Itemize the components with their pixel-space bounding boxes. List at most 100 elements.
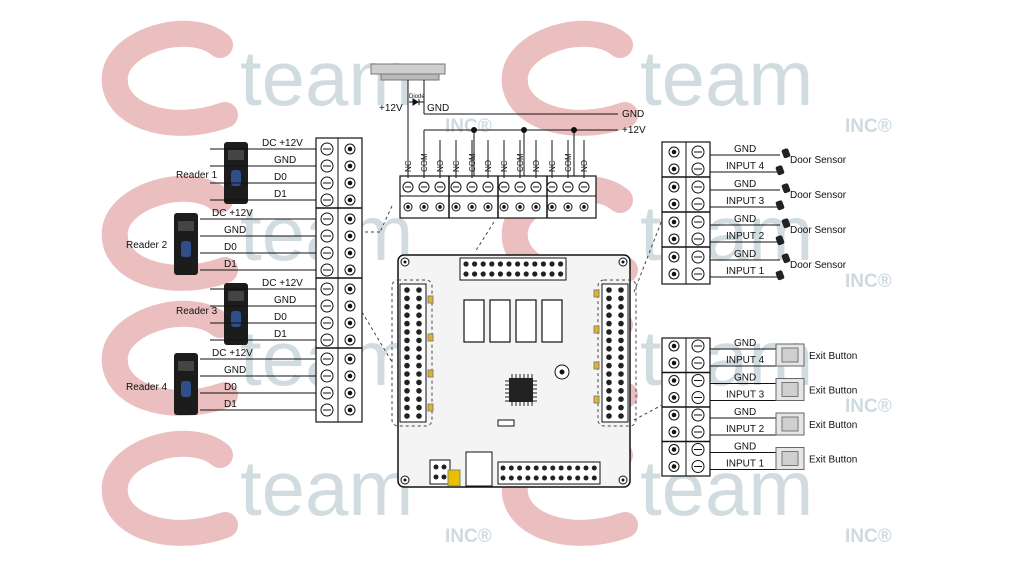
led-indicator (593, 395, 600, 404)
pin (558, 475, 564, 481)
wire-entry-dot (347, 337, 353, 343)
pin (532, 271, 538, 277)
pin (472, 261, 478, 267)
gnd-label: GND (734, 338, 756, 349)
input-label: INPUT 3 (726, 390, 765, 401)
wire-entry-dot (347, 146, 353, 152)
wire-entry-dot (671, 219, 677, 225)
relay-terminal-label: NC (452, 160, 461, 172)
pin (517, 475, 523, 481)
pin (618, 362, 624, 369)
pin (566, 475, 572, 481)
pin (525, 475, 531, 481)
gnd-label: GND (734, 442, 756, 453)
board-connector (601, 283, 629, 423)
junction-dot (521, 127, 527, 133)
relay (463, 299, 485, 343)
reader-wire-label: DC +12V (212, 348, 253, 359)
pin (618, 404, 624, 411)
pin (404, 304, 410, 310)
wire-entry-dot (502, 205, 506, 209)
junction-dot (571, 127, 577, 133)
reader-label: Reader 3 (176, 306, 218, 317)
exit-button-label: Exit Button (809, 420, 857, 431)
pin (618, 287, 624, 293)
input-label: INPUT 4 (726, 355, 765, 366)
relay-terminal-label: NC (548, 160, 557, 172)
input-label: INPUT 2 (726, 424, 765, 435)
pin (416, 362, 422, 369)
board-connector (497, 461, 601, 485)
pin (618, 337, 624, 344)
led-indicator (427, 295, 434, 304)
wire-entry-dot (347, 390, 353, 396)
pin (433, 464, 439, 470)
input-label: INPUT 3 (726, 196, 765, 207)
wire-entry-dot (347, 286, 353, 292)
relay (541, 299, 563, 343)
pin (550, 475, 556, 481)
gnd-label: GND (734, 373, 756, 384)
pin (404, 354, 410, 361)
relay-terminal-label: NO (580, 160, 589, 172)
pin (416, 329, 422, 335)
pin (416, 287, 422, 293)
pin (441, 464, 447, 470)
fingerprint-sensor (231, 170, 241, 186)
pin (606, 413, 612, 419)
board-connector (429, 459, 451, 485)
wire-entry-dot (347, 407, 353, 413)
pin (480, 271, 486, 277)
pin (606, 396, 612, 403)
reader-wire-label: D1 (224, 259, 237, 270)
pin (558, 261, 564, 267)
watermark-c-shape (101, 430, 238, 546)
reader-label: Reader 2 (126, 240, 168, 251)
pin (583, 475, 589, 481)
watermark-suffix: INC® (845, 396, 892, 417)
wire-entry-dot (671, 236, 677, 242)
pin (463, 261, 469, 267)
board-outline (397, 254, 631, 488)
pin (416, 304, 422, 310)
board-connector (459, 257, 567, 281)
reader-wire-label: DC +12V (262, 278, 303, 289)
gnd-label: GND (734, 407, 756, 418)
door-sensor-switch (775, 235, 785, 246)
watermark-c-shape (101, 175, 238, 291)
pin (500, 475, 506, 481)
microcontroller-chip (509, 378, 533, 402)
input-label: INPUT 4 (726, 161, 765, 172)
pin (606, 295, 612, 302)
pin (606, 337, 612, 344)
pin (591, 465, 597, 471)
pin (508, 475, 514, 481)
relay-terminal-label: NC (404, 160, 413, 172)
wire-entry-dot (486, 205, 490, 209)
mount-hole-center (403, 478, 407, 482)
pin (618, 354, 624, 361)
door-sensor-magnet (781, 218, 791, 229)
watermark-suffix: INC® (845, 526, 892, 547)
pin (416, 379, 422, 386)
pin (606, 329, 612, 335)
door-sensor-label: Door Sensor (790, 190, 847, 201)
pin (404, 287, 410, 293)
relay-terminal-label: NO (484, 160, 493, 172)
pin (591, 475, 597, 481)
highlight-region (597, 279, 637, 427)
wire-entry-dot (347, 250, 353, 256)
lock-gnd-label: GND (427, 103, 449, 114)
mount-hole-center (403, 260, 407, 264)
gnd-label: GND (734, 214, 756, 225)
gnd-label: GND (734, 249, 756, 260)
pin (606, 346, 612, 352)
pin (416, 396, 422, 403)
door-sensor-magnet (781, 183, 791, 194)
input-label: INPUT 1 (726, 459, 765, 470)
gnd-label: GND (734, 179, 756, 190)
relay-terminal-label: NO (436, 160, 445, 172)
pin (489, 261, 495, 267)
pin (618, 329, 624, 335)
